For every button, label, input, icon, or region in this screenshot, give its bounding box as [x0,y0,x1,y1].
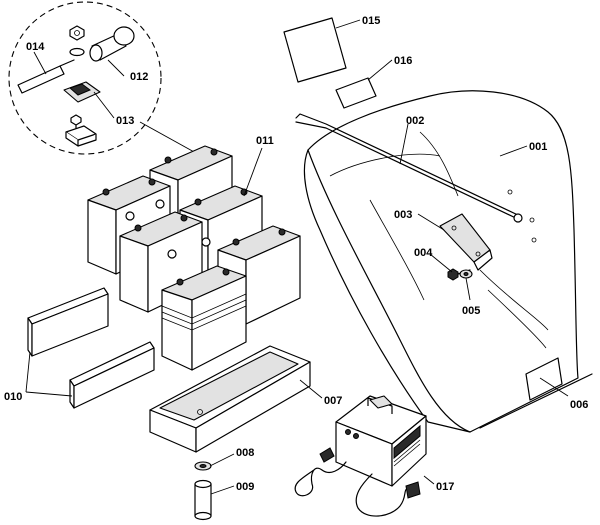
spacer-pads-010 [27,287,155,409]
cable-014 [17,65,65,94]
decal-016 [335,77,377,109]
battery-tray-007 [149,345,311,453]
decal-015 [283,17,347,83]
post-009 [194,479,212,521]
callout-008: 008 [236,447,254,459]
battery-terminals [102,148,286,286]
nut-005 [459,269,473,279]
label-plate-006 [525,357,563,401]
charger-plug [319,447,335,463]
callout-010: 010 [4,391,22,403]
charger-cable [355,473,411,517]
callout-007: 007 [324,395,342,407]
callout-003: 003 [394,209,412,221]
washer [69,47,85,57]
nut [69,25,85,41]
callout-labels: 015 016 001 002 003 004 005 006 007 008 … [4,15,588,493]
leader-lines [25,19,569,495]
battery [119,211,203,313]
cover-001 [303,90,593,433]
callout-006: 006 [570,399,588,411]
callout-012: 012 [130,71,148,83]
callout-005: 005 [462,305,480,317]
charger-017 [294,395,427,517]
callout-001: 001 [529,141,547,153]
prop-rod-002 [295,113,523,223]
charger-plug [405,481,421,499]
callout-004: 004 [414,247,433,259]
callout-016: 016 [394,55,412,67]
charger-cable [294,461,347,497]
callout-009: 009 [236,481,254,493]
callout-014: 014 [26,41,45,53]
callout-011: 011 [256,135,274,147]
bracket-003 [439,213,493,271]
callout-002: 002 [406,115,424,127]
callout-017: 017 [436,481,454,493]
callout-015: 015 [362,15,380,27]
terminal-detail-callout [8,1,162,155]
callout-013: 013 [116,115,134,127]
battery-bank-011 [87,145,301,371]
caster-cap-008 [194,461,212,471]
